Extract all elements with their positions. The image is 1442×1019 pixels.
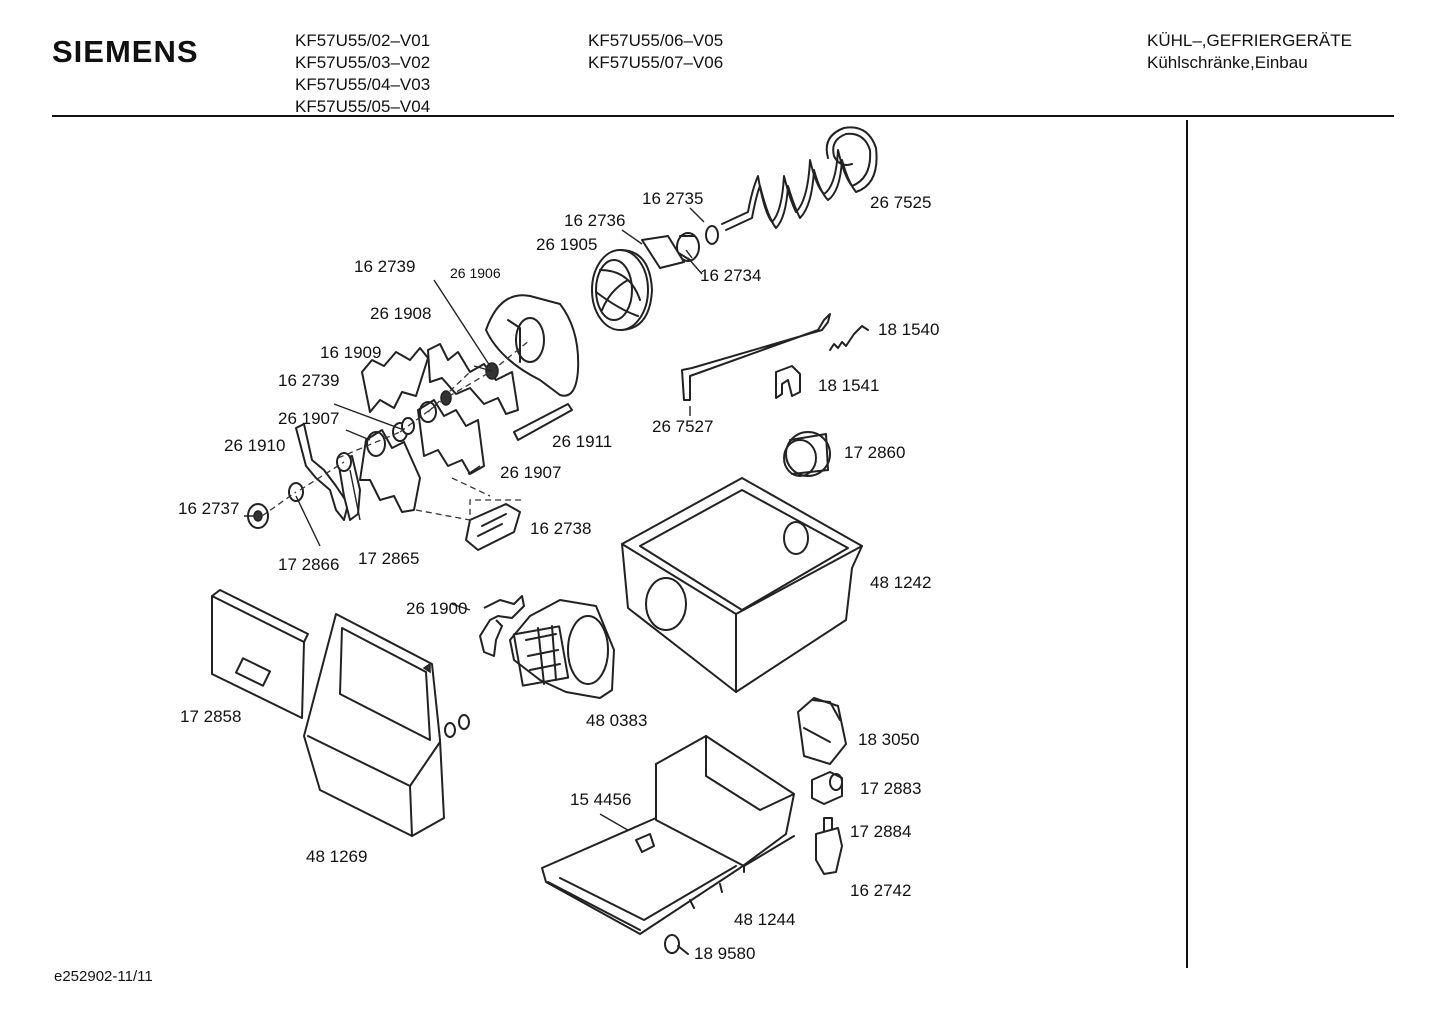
part-label: 16 1909	[320, 343, 381, 362]
ring-part	[705, 225, 719, 245]
part-label: 26 1907	[278, 409, 339, 428]
part-label: 16 2742	[850, 881, 911, 900]
model-number: KF57U55/05–V04	[295, 97, 431, 116]
part-label: 18 3050	[858, 730, 919, 749]
seal-part	[641, 235, 685, 269]
lever-part	[337, 455, 361, 521]
part-label: 17 2865	[358, 549, 419, 568]
part-label: 26 1911	[552, 432, 612, 451]
dispenser-door-part	[303, 613, 445, 837]
part-label: 18 1540	[878, 320, 939, 339]
screw-part	[664, 934, 689, 955]
part-label: 48 1242	[870, 573, 931, 592]
washer-part	[401, 417, 415, 435]
part-label: 48 1269	[306, 847, 367, 866]
part-label: 26 1910	[224, 436, 285, 455]
collar-part	[783, 431, 831, 477]
nut-part	[444, 722, 456, 738]
part-label: 26 1906	[450, 265, 501, 281]
part-label: 18 9580	[694, 944, 755, 963]
lever-part	[295, 423, 349, 521]
model-number: KF57U55/07–V06	[588, 53, 724, 72]
model-number: KF57U55/04–V03	[295, 75, 431, 94]
part-label: 48 1244	[734, 910, 795, 929]
bracket-part	[427, 343, 519, 415]
valve-part	[815, 827, 843, 875]
part-label: 26 1907	[500, 463, 561, 482]
washer-part	[440, 390, 452, 406]
part-label: 48 0383	[586, 711, 647, 730]
category-subtitle: Kühlschränke,Einbau	[1147, 53, 1308, 72]
part-label: 17 2884	[850, 822, 911, 841]
part-label: 16 2735	[642, 189, 703, 208]
motor-part	[509, 599, 615, 699]
part-label: 26 7527	[652, 417, 713, 436]
part-label: 18 1541	[818, 376, 879, 395]
fan-housing-part	[485, 294, 580, 397]
bracket-part	[361, 347, 429, 413]
rod-part	[513, 403, 573, 441]
model-number: KF57U55/02–V01	[295, 31, 431, 50]
part-label: 26 1900	[406, 599, 467, 618]
part-label: 16 2734	[700, 266, 761, 285]
model-number: KF57U55/03–V02	[295, 53, 431, 72]
nut-part	[458, 714, 470, 730]
part-label: 17 2858	[180, 707, 241, 726]
heating-coil-part	[721, 126, 878, 231]
ice-bin-part	[621, 477, 863, 693]
part-label: 16 2739	[354, 257, 415, 276]
part-label: 15 4456	[570, 790, 631, 809]
model-number: KF57U55/06–V05	[588, 31, 724, 50]
part-label: 26 7525	[870, 193, 931, 212]
rod-part	[681, 313, 831, 401]
model-list-2: KF57U55/06–V05 KF57U55/07–V06	[588, 30, 723, 74]
holder-part	[465, 503, 521, 551]
document-code: e252902-11/11	[54, 968, 153, 985]
part-label: 16 2737	[178, 499, 239, 518]
plate-part	[359, 429, 421, 513]
spring-part	[829, 325, 869, 351]
part-label: 16 2736	[564, 211, 625, 230]
switch-part	[797, 697, 847, 765]
part-label: 26 1905	[536, 235, 597, 254]
fan-wheel-part	[591, 249, 653, 331]
bracket-part	[479, 595, 525, 657]
clip-part	[775, 365, 801, 399]
category-title: KÜHL–,GEFRIERGERÄTE	[1147, 31, 1352, 50]
part-label: 17 2866	[278, 555, 339, 574]
brand-logo: SIEMENS	[52, 34, 199, 69]
part-label: 17 2883	[860, 779, 921, 798]
part-label: 16 2738	[530, 519, 591, 538]
category: KÜHL–,GEFRIERGERÄTE Kühlschränke,Einbau	[1147, 30, 1352, 74]
part-label: 26 1908	[370, 304, 431, 323]
side-rule	[1186, 120, 1188, 968]
header-rule	[52, 115, 1394, 117]
solenoid-part	[811, 771, 843, 805]
cover-panel-part	[211, 589, 309, 719]
part-label: 17 2860	[844, 443, 905, 462]
model-list-1: KF57U55/02–V01 KF57U55/03–V02 KF57U55/04…	[295, 30, 430, 118]
part-label: 16 2739	[278, 371, 339, 390]
chute-tray-part	[541, 735, 795, 935]
